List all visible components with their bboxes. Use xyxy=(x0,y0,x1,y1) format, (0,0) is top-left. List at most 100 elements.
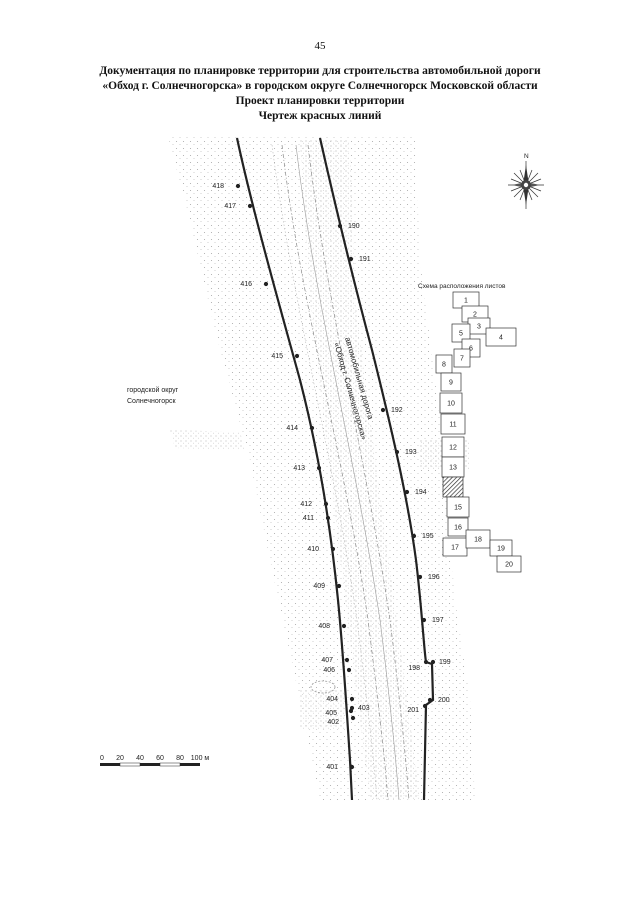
west-point-marker-412 xyxy=(323,501,329,507)
east-point-label-194: 194 xyxy=(415,489,427,496)
key-sheet-label-1: 1 xyxy=(464,298,468,305)
east-point-markers: 190 191 192 193 194 195 196 197 198 199 200 201 xyxy=(337,223,451,714)
key-sheet-label-4: 4 xyxy=(499,335,503,342)
east-point-marker-190 xyxy=(337,223,343,229)
key-sheet-label-15: 15 xyxy=(454,505,462,512)
key-sheet-label-19: 19 xyxy=(497,546,505,553)
west-point-label-413: 413 xyxy=(293,465,305,472)
key-sheet-label-12: 12 xyxy=(449,445,457,452)
title-line-1: Документация по планировке территории дл… xyxy=(99,65,541,77)
west-point-marker-404 xyxy=(349,696,355,702)
west-point-label-408: 408 xyxy=(318,623,330,630)
east-point-marker-194 xyxy=(404,489,410,495)
west-point-label-401: 401 xyxy=(326,764,338,771)
key-sheet-label-7: 7 xyxy=(460,356,464,363)
red-lines xyxy=(235,137,435,801)
west-point-marker-406 xyxy=(346,667,352,673)
east-point-label-195: 195 xyxy=(422,533,434,540)
key-plan-caption: Схема расположения листов xyxy=(418,283,506,290)
key-sheet-label-20: 20 xyxy=(505,562,513,569)
scale-bar-ticks: 0 20 40 60 80 100 м xyxy=(100,755,209,762)
page-number: 45 xyxy=(314,40,326,52)
key-sheet-label-5: 5 xyxy=(459,331,463,338)
key-sheet-14 xyxy=(442,476,464,498)
west-point-label-418: 418 xyxy=(212,183,224,190)
west-point-label-409: 409 xyxy=(313,583,325,590)
east-point-label-190: 190 xyxy=(348,223,360,230)
east-point-marker-193 xyxy=(394,449,400,455)
key-sheet-label-11: 11 xyxy=(449,422,456,429)
key-sheet-16 xyxy=(447,517,469,537)
west-point-marker-401 xyxy=(349,764,355,770)
west-point-marker-403 xyxy=(349,705,355,711)
key-sheet-11 xyxy=(440,413,466,435)
east-point-label-196: 196 xyxy=(428,574,440,581)
east-point-label-198: 198 xyxy=(408,665,420,672)
west-point-marker-407 xyxy=(344,657,350,663)
key-sheet-label-3: 3 xyxy=(477,324,481,331)
key-sheet-10 xyxy=(439,392,463,414)
scale-tick-4: 80 xyxy=(176,755,184,762)
east-point-label-193: 193 xyxy=(405,449,417,456)
scale-tick-2: 40 xyxy=(136,755,144,762)
key-sheet-label-10: 10 xyxy=(447,401,455,408)
east-point-marker-196 xyxy=(417,574,423,580)
key-sheet-label-17: 17 xyxy=(451,545,459,552)
north-arrow-icon: N xyxy=(508,153,544,209)
key-sheet-7 xyxy=(453,348,471,368)
west-point-marker-409 xyxy=(336,583,342,589)
scale-tick-5: 100 м xyxy=(191,755,210,762)
west-point-marker-415 xyxy=(294,353,300,359)
east-point-marker-200 xyxy=(427,697,433,703)
document-title: Документация по планировке территории дл… xyxy=(20,64,620,124)
key-sheet-label-16: 16 xyxy=(454,525,462,532)
title-line-2: «Обход г. Солнечногорска» в городском ок… xyxy=(102,80,538,92)
west-point-label-412: 412 xyxy=(300,501,312,508)
west-point-marker-418 xyxy=(235,183,241,189)
east-point-label-192: 192 xyxy=(391,407,403,414)
west-point-label-416: 416 xyxy=(240,281,252,288)
west-point-label-407: 407 xyxy=(321,657,333,664)
west-point-label-411: 411 xyxy=(303,515,314,522)
west-point-label-417: 417 xyxy=(224,203,236,210)
west-red-line xyxy=(235,137,354,801)
key-sheet-label-13: 13 xyxy=(449,465,457,472)
key-sheet-label-2: 2 xyxy=(473,312,477,319)
east-point-marker-198 xyxy=(423,659,429,665)
west-point-marker-414 xyxy=(309,425,315,431)
scale-tick-1: 20 xyxy=(116,755,124,762)
key-sheet-18 xyxy=(465,529,491,549)
east-point-label-197: 197 xyxy=(432,617,444,624)
west-point-label-405: 405 xyxy=(325,710,337,717)
key-sheet-label-9: 9 xyxy=(449,380,453,387)
scale-tick-0: 0 xyxy=(100,755,104,762)
road-centerlines xyxy=(271,144,410,801)
key-sheet-4 xyxy=(485,327,517,347)
east-point-label-191: 191 xyxy=(359,256,371,263)
west-point-label-404: 404 xyxy=(326,696,338,703)
west-point-label-402: 402 xyxy=(327,719,339,726)
key-sheet-5 xyxy=(451,323,471,343)
north-label: N xyxy=(524,153,529,160)
key-sheet-label-6: 6 xyxy=(469,346,473,353)
east-point-marker-195 xyxy=(411,533,417,539)
west-point-marker-410 xyxy=(330,546,336,552)
east-point-label-199: 199 xyxy=(439,659,451,666)
east-point-marker-199 xyxy=(430,659,436,665)
west-point-label-403: 403 xyxy=(358,705,370,712)
west-point-marker-402 xyxy=(350,715,356,721)
east-point-marker-201 xyxy=(422,703,428,709)
scale-tick-3: 60 xyxy=(156,755,164,762)
sheet-key-plan: Схема расположения листов 12345678910111… xyxy=(418,283,522,573)
key-sheet-9 xyxy=(440,372,462,392)
west-point-label-410: 410 xyxy=(307,546,319,553)
west-point-marker-411 xyxy=(325,515,331,521)
east-point-label-201: 201 xyxy=(407,707,419,714)
east-point-label-200: 200 xyxy=(438,697,450,704)
west-point-marker-416 xyxy=(263,281,269,287)
key-sheet-label-18: 18 xyxy=(474,537,482,544)
east-point-marker-191 xyxy=(348,256,354,262)
terrain-texture xyxy=(168,136,475,800)
